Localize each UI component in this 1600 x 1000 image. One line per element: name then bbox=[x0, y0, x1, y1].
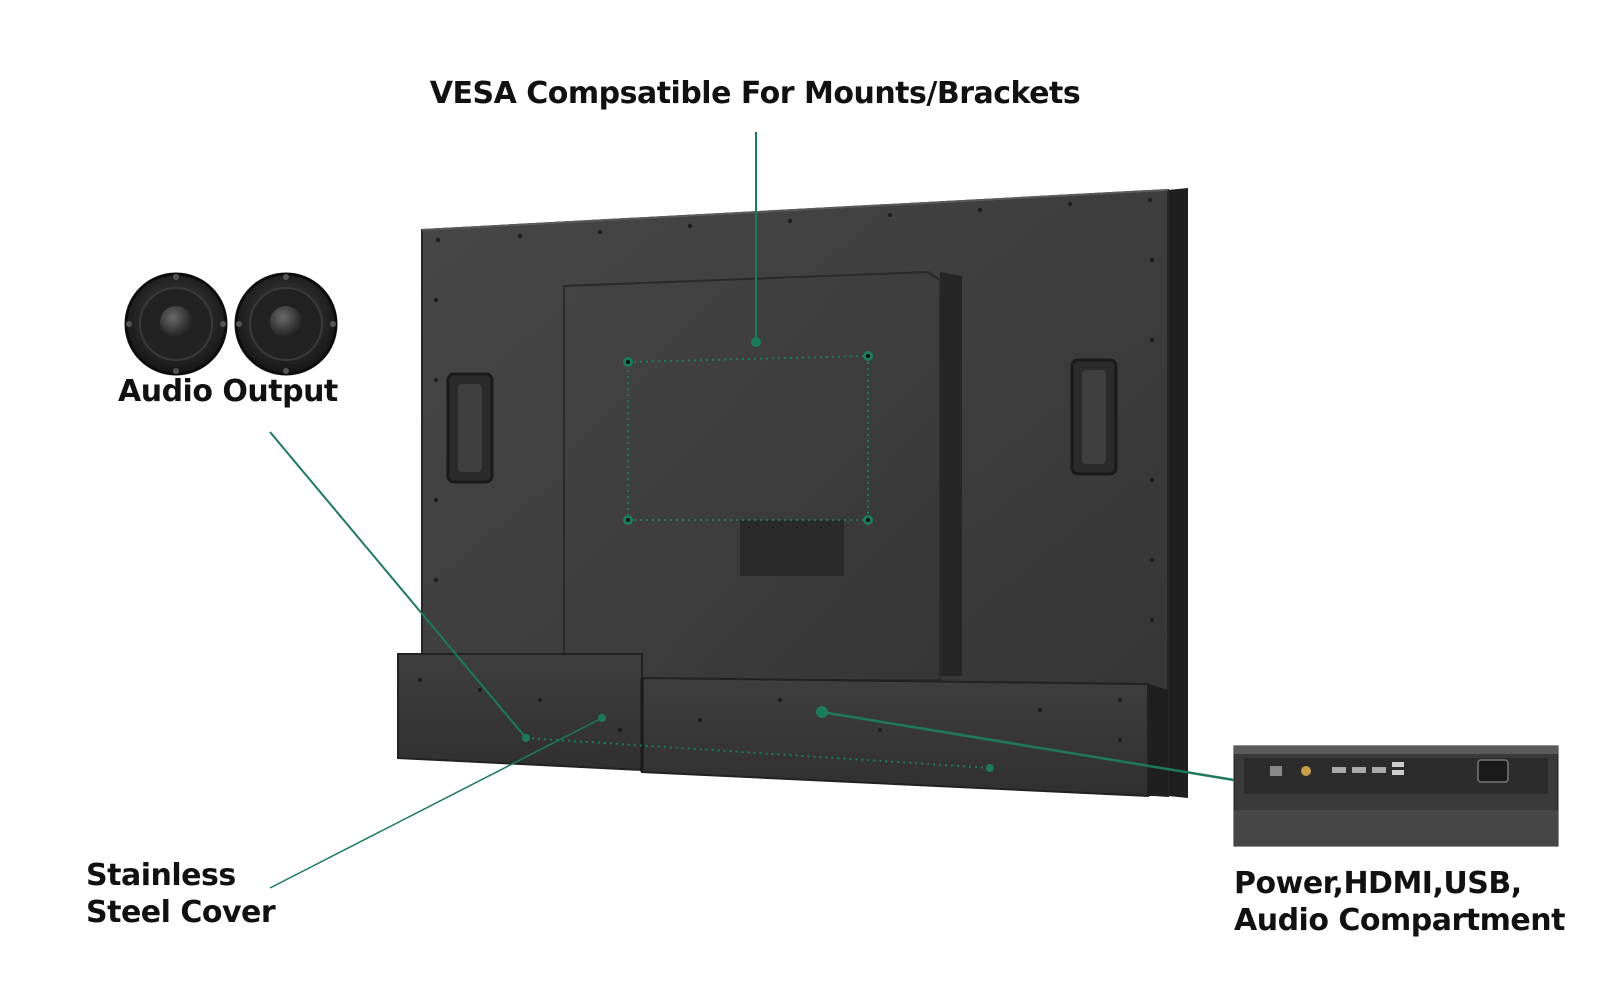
vesa-callout-label: VESA Compsatible For Mounts/Brackets bbox=[429, 76, 1081, 111]
steel-cover-label-line: Steel Cover bbox=[86, 894, 276, 930]
port-compartment-image bbox=[1233, 745, 1559, 847]
speaker-icon bbox=[124, 272, 228, 376]
ports-compartment-label: Power,HDMI,USB, Audio Compartment bbox=[1234, 866, 1565, 939]
steel-cover-label-line: Stainless bbox=[86, 858, 236, 893]
hdmi-port-icon bbox=[1332, 767, 1386, 773]
vesa-pattern bbox=[623, 351, 873, 525]
handle-left bbox=[446, 372, 494, 484]
vesa-mount-hole bbox=[623, 515, 633, 525]
audio-callout-line bbox=[269, 431, 527, 739]
rear-mount-plate bbox=[563, 270, 962, 681]
vesa-mount-hole bbox=[623, 357, 633, 367]
audio-output-label: Audio Output bbox=[118, 374, 338, 409]
rear-label-plate bbox=[740, 520, 844, 576]
steel-cover-label: Stainless Steel Cover bbox=[86, 858, 276, 931]
ports-callout-line bbox=[821, 710, 1235, 782]
ports-label-line: Audio Compartment bbox=[1234, 902, 1565, 938]
handle-right bbox=[1070, 358, 1118, 476]
audio-port-icon bbox=[1301, 766, 1311, 776]
ethernet-port-icon bbox=[1270, 766, 1282, 776]
callout-lines bbox=[269, 132, 1235, 889]
usb-port-icon bbox=[1392, 762, 1404, 775]
vesa-mount-hole bbox=[863, 515, 873, 525]
speaker-icon bbox=[234, 272, 338, 376]
ports-label-line: Power,HDMI,USB, bbox=[1234, 866, 1522, 901]
callout-dots bbox=[522, 337, 994, 772]
cover-callout-line bbox=[269, 717, 603, 889]
power-socket-icon bbox=[1477, 759, 1509, 783]
vesa-mount-hole bbox=[863, 351, 873, 361]
